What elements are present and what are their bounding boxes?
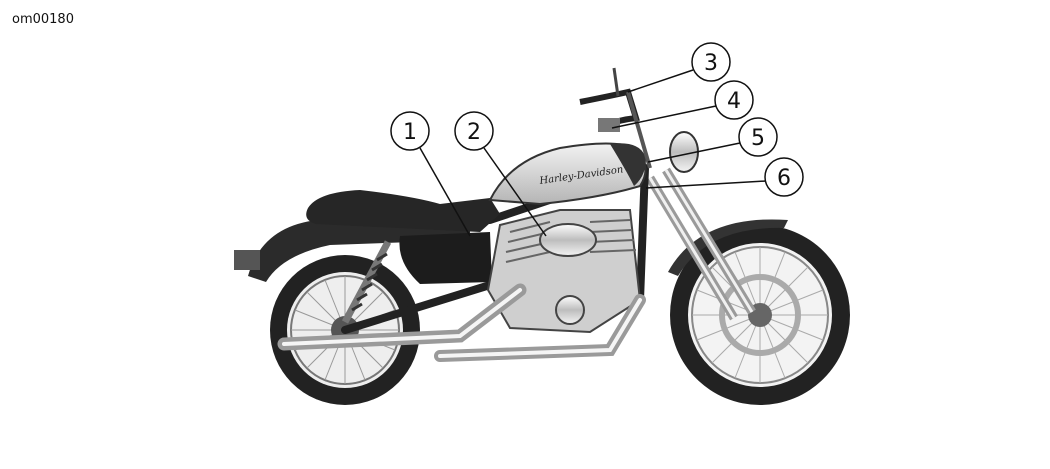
front-wheel	[670, 225, 850, 405]
rear-shock	[341, 240, 392, 324]
callout-number: 3	[704, 51, 718, 76]
side-cover	[399, 232, 492, 284]
callout-4: 4	[611, 80, 754, 129]
callout-number: 6	[777, 166, 791, 191]
callout-number: 2	[467, 120, 481, 145]
callout-1: 1	[390, 111, 471, 237]
air-cleaner-cover	[539, 223, 597, 257]
rear-fender	[248, 218, 470, 282]
callout-5: 5	[647, 117, 778, 163]
engine	[486, 209, 642, 334]
tail-light	[234, 250, 260, 270]
callout-number: 1	[403, 120, 417, 145]
callout-6: 6	[645, 157, 804, 197]
callout-number: 4	[727, 89, 741, 114]
front-fork	[646, 167, 756, 321]
callout-3: 3	[627, 42, 731, 93]
figure-id: om00180	[12, 12, 74, 27]
seat	[306, 190, 500, 232]
exhaust-pipes	[277, 283, 646, 362]
handlebar	[579, 67, 652, 169]
callout-number: 5	[751, 126, 765, 151]
motorcycle-illustration: Harley-Davidson	[234, 67, 850, 405]
callout-2: 2	[454, 111, 547, 237]
